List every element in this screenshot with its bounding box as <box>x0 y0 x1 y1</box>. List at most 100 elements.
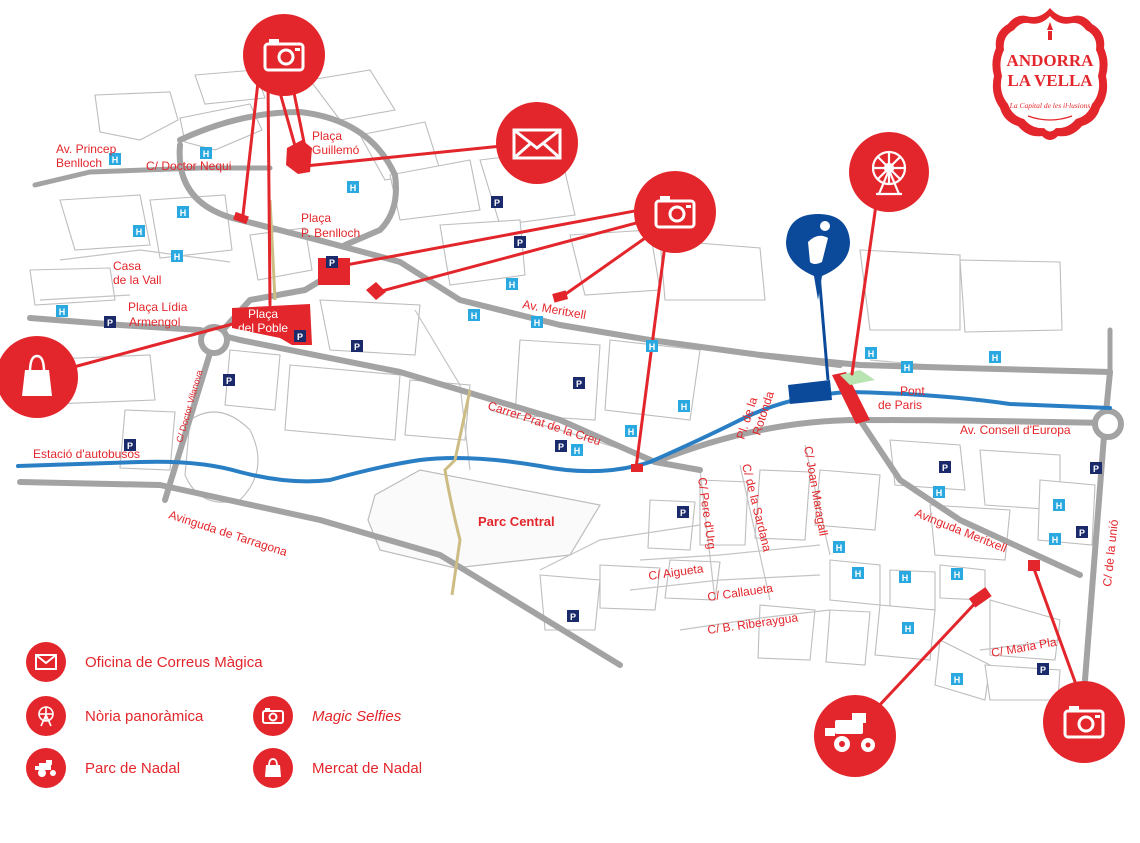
placa-del-poble-block <box>232 304 312 345</box>
label-av-consell: Av. Consell d'Europa <box>960 423 1071 437</box>
hotel-icon <box>506 278 518 290</box>
hotel-icon <box>177 206 189 218</box>
label-guillemo: Guillemó <box>312 143 360 157</box>
logo-tower-icon <box>1047 22 1053 40</box>
hotel-icon <box>989 351 1001 363</box>
camera-pin-top[interactable] <box>243 14 325 96</box>
parking-icon <box>555 440 567 452</box>
hotel-icon <box>625 425 637 437</box>
hotel-icon <box>133 225 145 237</box>
parc-central-area <box>367 469 601 569</box>
pedestrian-path <box>268 199 472 596</box>
camera-pin-bottom-right[interactable] <box>1043 681 1125 763</box>
logo-title-line1: ANDORRA <box>1007 51 1095 70</box>
label-doctor-nequi: C/ Doctor Nequi <box>146 159 231 173</box>
label-pont: Pont <box>900 384 925 398</box>
label-de-paris: de Paris <box>878 398 922 412</box>
legend-label-mail: Oficina de Correus Màgica <box>85 653 263 671</box>
parking-icon <box>294 330 306 342</box>
ferris-wheel-pin[interactable] <box>849 132 929 212</box>
hotel-icon <box>951 673 963 685</box>
camera-pin-center[interactable] <box>634 171 716 253</box>
roundabout-east <box>1092 408 1124 440</box>
tractor-icon <box>26 748 66 788</box>
ferris-wheel-icon <box>26 696 66 736</box>
label-av-princep: Av. Princep <box>56 142 117 156</box>
roundabout-west <box>198 324 230 356</box>
legend-item-park: Parc de Nadal <box>26 748 180 788</box>
parking-icon <box>223 374 235 386</box>
parking-icon <box>1037 663 1049 675</box>
legend-label-park: Parc de Nadal <box>85 759 181 777</box>
shopping-bag-icon <box>22 354 52 396</box>
label-benlloch: Benlloch <box>56 156 102 170</box>
parking-icon <box>514 236 526 248</box>
label-de-la-vall: de la Vall <box>113 273 161 287</box>
legend-label-market: Mercat de Nadal <box>312 759 423 777</box>
logo-tagline: La Capital de les il·lusions <box>1009 101 1091 110</box>
label-p-benlloch: P. Benlloch <box>301 226 360 240</box>
hotel-icon <box>171 250 183 262</box>
hotel-icon <box>1053 499 1065 511</box>
legend-item-selfie: Magic Selfies <box>253 696 401 736</box>
envelope-icon <box>512 128 562 160</box>
andorra-la-vella-logo: ANDORRA LA VELLA La Capital de les il·lu… <box>988 4 1112 144</box>
mail-pin[interactable] <box>496 102 578 184</box>
hotel-icon <box>901 361 913 373</box>
hotel-icon <box>646 340 658 352</box>
hotel-icon <box>468 309 480 321</box>
label-casa: Casa <box>113 259 141 273</box>
hotel-icon <box>833 541 845 553</box>
logo-title-line2: LA VELLA <box>1007 71 1093 90</box>
parking-icon <box>351 340 363 352</box>
envelope-icon <box>26 642 66 682</box>
legend-item-market: Mercat de Nadal <box>253 748 422 788</box>
hotel-icon <box>56 305 68 317</box>
label-de-la-unio: C/ de la unió <box>1100 519 1121 588</box>
parking-icon <box>567 610 579 622</box>
camera-icon <box>253 696 293 736</box>
logo-emblem: ANDORRA LA VELLA La Capital de les il·lu… <box>992 8 1108 140</box>
shopping-bag-icon <box>253 748 293 788</box>
pin-lines <box>68 76 1080 712</box>
label-placa-poble: Plaça <box>248 307 278 321</box>
hotel-icon <box>347 181 359 193</box>
ferris-wheel-icon <box>871 150 907 196</box>
tractor-icon <box>825 713 875 752</box>
label-placa-lidia: Plaça Lídia <box>128 300 188 314</box>
parking-icon <box>677 506 689 518</box>
hotel-icon <box>200 147 212 159</box>
doctor-nequi-marker <box>233 211 249 225</box>
minor-streets <box>39 249 1081 651</box>
legend-label-selfie: Magic Selfies <box>312 707 402 725</box>
pont-paris-bridge-marker <box>832 372 870 424</box>
info-icon <box>808 221 830 264</box>
tourist-office-block <box>788 380 832 404</box>
label-placa-guillemo: Plaça <box>312 129 342 143</box>
hotel-icon <box>852 567 864 579</box>
label-av-tarragona: Avinguda de Tarragona <box>167 508 289 560</box>
parking-icon <box>104 316 116 328</box>
hotel-icon <box>933 486 945 498</box>
label-estacio: Estació d'autobusos <box>33 447 140 461</box>
legend-label-wheel: Nòria panoràmica <box>85 707 204 725</box>
parking-icon <box>1076 526 1088 538</box>
hotel-icon <box>902 622 914 634</box>
label-parc-central: Parc Central <box>478 514 555 529</box>
legend-item-mail: Oficina de Correus Màgica <box>26 642 263 682</box>
hotel-icon <box>899 571 911 583</box>
hotel-icon <box>571 444 583 456</box>
hotel-icon <box>531 316 543 328</box>
label-del-poble: del Poble <box>238 321 288 335</box>
legend-item-wheel: Nòria panoràmica <box>26 696 203 736</box>
tractor-pin[interactable] <box>814 695 896 777</box>
hotel-icon <box>678 400 690 412</box>
green-area <box>840 370 875 385</box>
hotel-icon <box>1049 533 1061 545</box>
parking-icon <box>1090 462 1102 474</box>
label-armengol: Armengol <box>129 315 180 329</box>
hotel-icon <box>951 568 963 580</box>
info-pin[interactable] <box>786 214 850 300</box>
shopping-bag-pin[interactable] <box>0 336 78 418</box>
